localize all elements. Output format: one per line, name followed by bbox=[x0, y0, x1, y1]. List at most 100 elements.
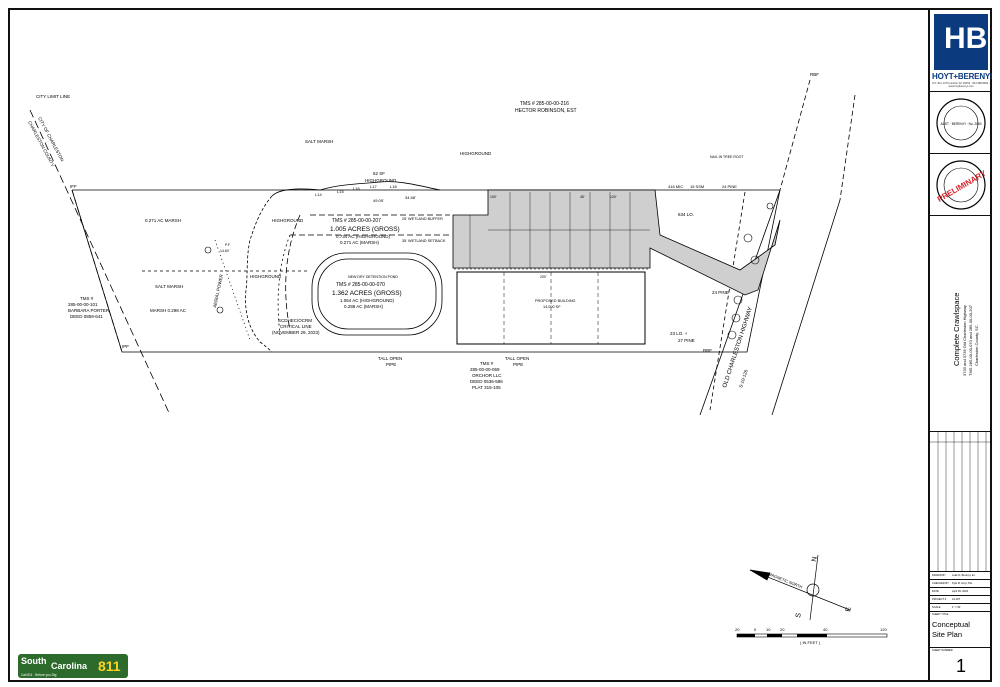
dist-l15: L15 bbox=[337, 189, 344, 194]
building-label-2: 14,000 SF bbox=[543, 305, 561, 309]
title-block: HB HOYT+BERENYI P.O. Box 1079 Ladson SC … bbox=[928, 10, 992, 680]
nail-label: NAIL IN TREE ROOT bbox=[710, 155, 744, 159]
north-arrow-label: MAGNETIC NORTH bbox=[768, 571, 804, 589]
sc-811-logo: South Carolina 811 Call 811 · Before you… bbox=[18, 654, 128, 678]
logo811-number: 811 bbox=[98, 658, 121, 674]
project-number-row: PROJECT # 24-187 bbox=[930, 596, 992, 604]
critical-1: SCDHEC/OCRM bbox=[278, 318, 312, 323]
deed-069: DEED 0536-586 bbox=[470, 379, 503, 384]
sheet-title-cell: SHEET TITLE Conceptual Site Plan bbox=[930, 612, 992, 648]
firm-logo-cell: HB HOYT+BERENYI P.O. Box 1079 Ladson SC … bbox=[930, 10, 992, 92]
sheet-number: 1 bbox=[955, 656, 966, 676]
n120: 120' bbox=[610, 195, 617, 199]
north-s: S bbox=[795, 612, 803, 618]
revision-grid bbox=[930, 432, 992, 572]
detention-pond-inner bbox=[317, 258, 437, 330]
critical-3: (NOVEMBER 29, 2023) bbox=[272, 330, 320, 335]
rbf-label-2: RBF bbox=[703, 348, 712, 353]
hg-070: 1.064 AC (HIGHGROUND) bbox=[340, 298, 395, 303]
project-number-label: PROJECT # bbox=[932, 598, 947, 601]
project-address-3: Charleston County, SC bbox=[974, 325, 979, 366]
project-number-value: 24-187 bbox=[952, 598, 961, 601]
n100: 100' bbox=[490, 195, 497, 199]
marsh-edge bbox=[271, 181, 441, 197]
scale-value: 1" = 50' bbox=[952, 606, 961, 609]
pipe-1: TALL OPEN bbox=[378, 356, 402, 361]
tms-101: TMS # bbox=[80, 296, 94, 301]
highway-edge-west bbox=[699, 189, 781, 416]
acres-207: 1.005 ACRES (GROSS) bbox=[330, 226, 400, 233]
drawing-sheet: TMS # 285-00-00-216 HECTOR ROBINSON, EST… bbox=[8, 8, 992, 682]
highground-left: HIGHGROUND bbox=[250, 274, 282, 279]
small-area-hg: HIGHGROUND bbox=[365, 178, 397, 183]
dist-15: 15 SSM bbox=[690, 184, 704, 189]
tms-070: TMS # 285-00-00-070 bbox=[336, 282, 385, 288]
dist-l17: L17 bbox=[370, 184, 377, 189]
date-value: April 09, 2026 bbox=[952, 590, 969, 593]
checked-by-value: Kyle M. Hoyt, P.E. bbox=[952, 582, 973, 585]
date-row: DATE April 09, 2026 bbox=[930, 588, 992, 596]
city-limit-line bbox=[29, 109, 171, 416]
highway-label: OLD CHARLESTON HIGHWAY bbox=[722, 306, 754, 388]
scale-tick-1: 0 bbox=[754, 627, 757, 632]
marsh-207: 0.271 AC (MARSH) bbox=[340, 240, 380, 245]
power-label: AERIAL POWER bbox=[212, 273, 224, 308]
n45: 45' bbox=[580, 195, 585, 199]
north-e: E bbox=[845, 606, 853, 612]
dist-27: 27 PINE bbox=[678, 338, 695, 343]
salt-marsh-left: SALT MARSH bbox=[155, 284, 183, 289]
drawn-by-label: DRAWN BY bbox=[932, 574, 946, 577]
acres-070: 1.362 ACRES (GROSS) bbox=[332, 290, 402, 297]
highground-mid: HIGHGROUND bbox=[272, 218, 304, 223]
parking-lot bbox=[452, 189, 781, 296]
engineer-seal: AUST · BERENYI · No. 2860 bbox=[936, 98, 986, 148]
dist-l14: L14 bbox=[315, 192, 322, 197]
owner-north: HECTOR ROBINSON, EST bbox=[515, 108, 577, 114]
highway-edge-east bbox=[771, 199, 841, 416]
small-area: 62 SF bbox=[373, 171, 385, 176]
seal-text: AUST · BERENYI · No. 2860 bbox=[940, 122, 981, 126]
drawn-by-value: Luke D. Berenyi, E.I. bbox=[952, 574, 976, 577]
critical-2: CRITICAL LINE bbox=[280, 324, 312, 329]
hg-207: 0.734 AC (HIGHGROUND) bbox=[336, 234, 391, 239]
marsh-271: 0.271 AC MARSH bbox=[145, 218, 181, 223]
logo811-tagline: Call 811 · Before you Dig bbox=[21, 673, 57, 677]
pipe-2b: PIPE bbox=[513, 362, 523, 367]
pf-value: 14.60' bbox=[220, 249, 230, 253]
sheet-title-label: SHEET TITLE bbox=[932, 613, 949, 616]
drawn-by-row: DRAWN BY Luke D. Berenyi, E.I. bbox=[930, 572, 992, 580]
dist-24: 24 PINE bbox=[722, 184, 737, 189]
highground-top: HIGHGROUND bbox=[460, 151, 492, 156]
rbf-label-1: RBF bbox=[810, 72, 819, 77]
seal-cell-2: PRELIMINARY bbox=[930, 154, 992, 216]
checked-by-label: CHECKED BY bbox=[932, 582, 949, 585]
highway-row: S-10-128 bbox=[738, 369, 749, 389]
date-label: DATE bbox=[932, 590, 939, 593]
plat-069: PLAT 315-105 bbox=[472, 385, 501, 390]
iff-label: IFF bbox=[70, 184, 77, 189]
sheet-title-2: Site Plan bbox=[932, 630, 963, 639]
scale-label: SCALE bbox=[932, 606, 941, 609]
firm-logo: HB bbox=[934, 14, 988, 70]
owner-069: ORCHOR LLC bbox=[472, 373, 502, 378]
tms-101b: 285-00-00-101 bbox=[68, 302, 98, 307]
north-arrow bbox=[749, 554, 851, 621]
city-limit-label: CITY LIMIT LINE bbox=[36, 94, 70, 99]
aerial-power-line bbox=[214, 239, 251, 341]
scale-tick-0: 20 bbox=[735, 627, 740, 632]
salt-marsh-top: SALT MARSH bbox=[305, 139, 333, 144]
logo811-line2: Carolina bbox=[51, 661, 88, 671]
owner-101: BARBARA PORTER bbox=[68, 308, 110, 313]
sheet-number-cell: SHEET NUMBER 1 bbox=[930, 648, 992, 680]
scale-tick-4: 40 bbox=[823, 627, 828, 632]
s200: 200' bbox=[540, 275, 547, 279]
dist-416: 416 MIC bbox=[668, 184, 683, 189]
pf-label: P.F. bbox=[225, 243, 231, 247]
sheet-number-label: SHEET NUMBER bbox=[932, 649, 953, 652]
dist-23: 23 LO. + bbox=[670, 331, 688, 336]
building-label-1: PROPOSED BUILDING bbox=[535, 299, 576, 303]
ipf-label: IPF bbox=[122, 344, 129, 349]
marsh-298: MARSH 0.298 AC bbox=[150, 308, 187, 313]
wetland-setback-label: 35' WETLAND SETBACK bbox=[402, 239, 446, 243]
scale-tick-5: 120 bbox=[880, 627, 887, 632]
